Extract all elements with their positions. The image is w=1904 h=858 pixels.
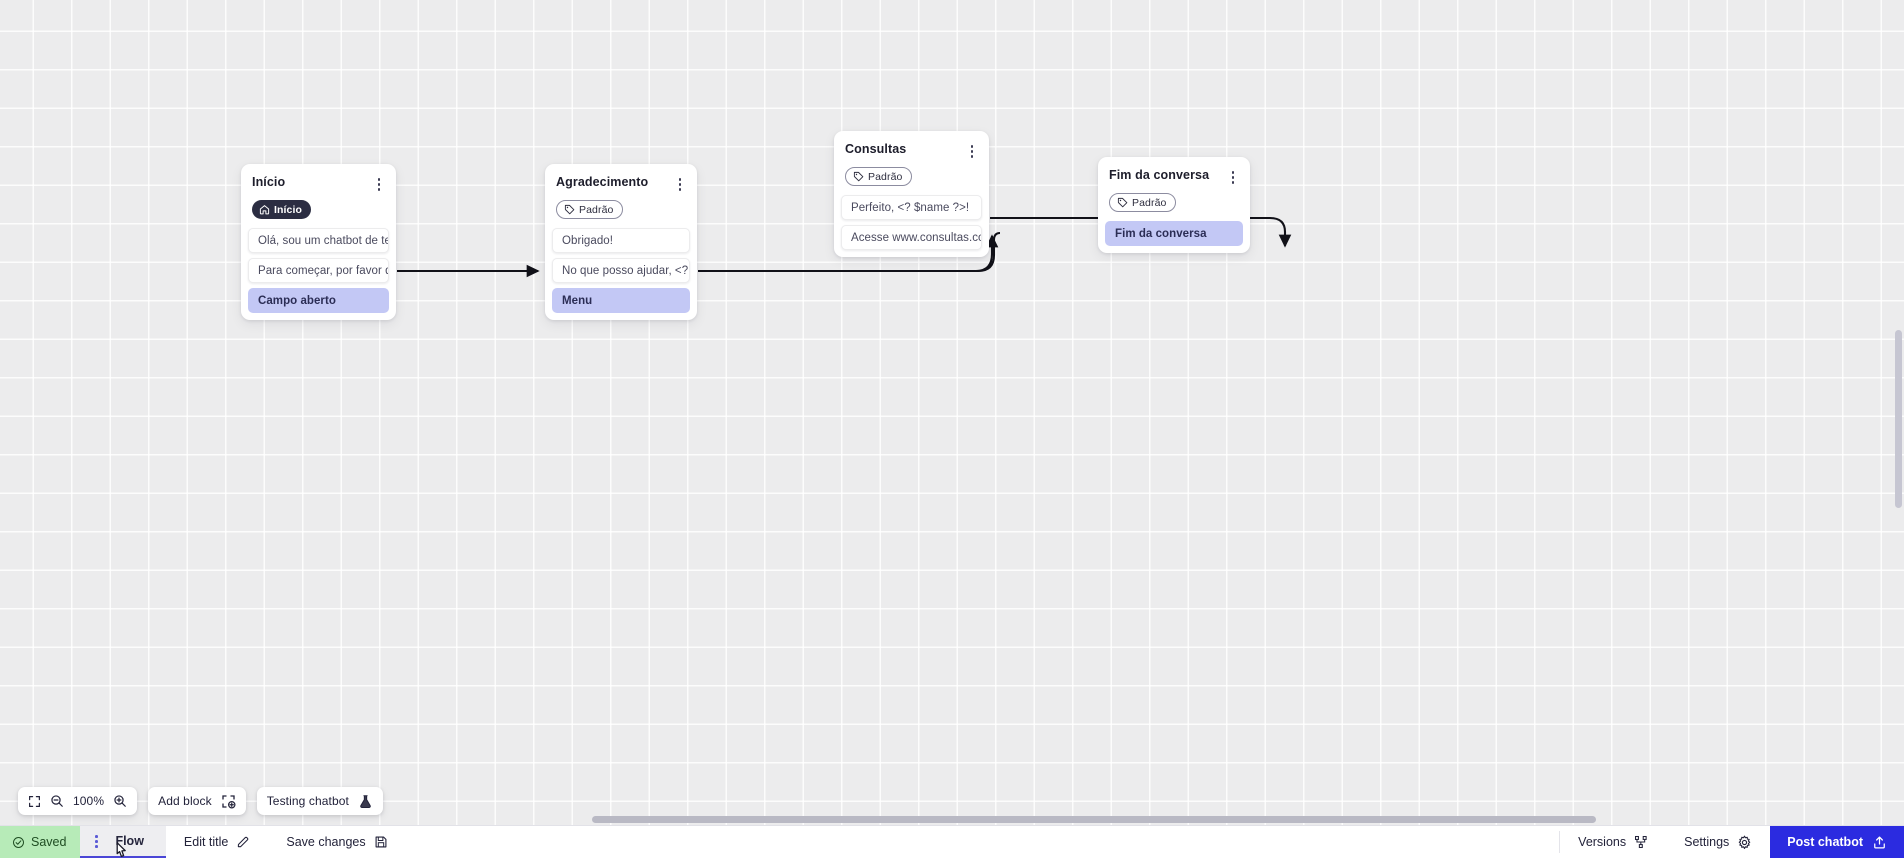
zoom-out-icon[interactable] bbox=[50, 794, 64, 808]
fit-screen-icon[interactable] bbox=[28, 795, 41, 808]
flow-tab-kebab-icon[interactable] bbox=[89, 833, 103, 850]
node-badge-label: Padrão bbox=[868, 170, 903, 183]
zoom-level-label: 100% bbox=[73, 794, 105, 808]
node-rows: Perfeito, <? $name ?>! Acesse www.consul… bbox=[834, 187, 989, 250]
node-badge-label: Padrão bbox=[579, 203, 614, 216]
settings-button[interactable]: Settings bbox=[1666, 826, 1770, 858]
node-badge-padrao[interactable]: Padrão bbox=[1109, 193, 1177, 212]
check-circle-icon bbox=[13, 836, 24, 848]
node-title: Consultas bbox=[845, 142, 907, 156]
node-badge-label: Padrão bbox=[1132, 196, 1167, 209]
node-header: Agradecimento bbox=[545, 173, 697, 193]
scrollbar-thumb[interactable] bbox=[1895, 330, 1902, 508]
node-title: Agradecimento bbox=[556, 175, 649, 189]
node-title: Início bbox=[252, 175, 286, 189]
add-block-button[interactable]: Add block bbox=[148, 787, 246, 815]
pencil-icon bbox=[238, 836, 249, 848]
home-icon bbox=[259, 205, 270, 215]
flow-node-agradecimento[interactable]: Agradecimento Padrão Obrigado! No que po… bbox=[545, 164, 697, 320]
settings-label: Settings bbox=[1684, 835, 1730, 849]
save-changes-label: Save changes bbox=[286, 835, 366, 849]
canvas-toolbar: 100% Add block Testing chatbot bbox=[18, 787, 383, 815]
node-badge-padrao[interactable]: Padrão bbox=[556, 200, 624, 219]
bottom-status-bar: Saved Flow Edit title Save changes Versi… bbox=[0, 825, 1904, 858]
edit-title-button[interactable]: Edit title bbox=[166, 826, 268, 858]
edit-title-label: Edit title bbox=[183, 835, 229, 849]
gear-icon bbox=[1739, 835, 1751, 849]
save-changes-button[interactable]: Save changes bbox=[268, 826, 405, 858]
node-header: Início bbox=[241, 173, 396, 193]
node-title: Fim da conversa bbox=[1109, 168, 1210, 182]
testing-chatbot-button[interactable]: Testing chatbot bbox=[256, 787, 383, 815]
bottombar-spacer bbox=[406, 826, 1560, 858]
testing-chatbot-label: Testing chatbot bbox=[266, 794, 349, 808]
node-row[interactable]: No que posso ajudar, <? $name ... bbox=[552, 258, 690, 283]
branch-icon bbox=[1635, 835, 1647, 849]
node-menu-kebab-icon[interactable] bbox=[673, 176, 687, 193]
node-menu-kebab-icon[interactable] bbox=[965, 143, 979, 160]
node-menu-kebab-icon[interactable] bbox=[372, 176, 386, 193]
node-menu-kebab-icon[interactable] bbox=[1226, 169, 1240, 186]
node-row[interactable]: Perfeito, <? $name ?>! bbox=[841, 195, 982, 220]
node-rows: Fim da conversa bbox=[1098, 213, 1250, 246]
saved-label: Saved bbox=[31, 835, 67, 849]
node-header: Fim da conversa bbox=[1098, 166, 1250, 186]
flow-tab-label: Flow bbox=[115, 834, 144, 848]
node-row-accent[interactable]: Menu bbox=[552, 288, 690, 313]
node-badge-inicio[interactable]: Início bbox=[252, 200, 312, 219]
flow-node-fim-da-conversa[interactable]: Fim da conversa Padrão Fim da conversa bbox=[1098, 157, 1250, 253]
upload-icon bbox=[1874, 836, 1885, 848]
scrollbar-thumb[interactable] bbox=[592, 816, 1596, 823]
add-block-label: Add block bbox=[158, 794, 212, 808]
versions-label: Versions bbox=[1578, 835, 1627, 849]
node-rows: Obrigado! No que posso ajudar, <? $name … bbox=[545, 220, 697, 313]
node-row[interactable]: Para começar, por favor digite o ... bbox=[248, 258, 389, 283]
node-row[interactable]: Obrigado! bbox=[552, 228, 690, 253]
tag-icon bbox=[853, 171, 864, 182]
zoom-controls: 100% bbox=[18, 787, 138, 815]
post-chatbot-button[interactable]: Post chatbot bbox=[1770, 826, 1904, 858]
canvas-vertical-scrollbar[interactable] bbox=[1893, 0, 1904, 825]
node-badge-label: Início bbox=[274, 203, 303, 216]
flow-canvas[interactable]: Início Início Olá, sou um chatbot de tes… bbox=[0, 0, 1904, 825]
node-row[interactable]: Olá, sou um chatbot de teste! bbox=[248, 228, 389, 253]
node-rows: Olá, sou um chatbot de teste! Para começ… bbox=[241, 220, 396, 313]
node-badge-row: Início bbox=[241, 193, 396, 220]
flow-node-consultas[interactable]: Consultas Padrão Perfeito, <? $name ?>! … bbox=[834, 131, 989, 257]
saved-status-badge: Saved bbox=[0, 826, 81, 858]
node-row-accent[interactable]: Fim da conversa bbox=[1105, 221, 1243, 246]
tag-icon bbox=[1117, 197, 1128, 208]
node-badge-padrao[interactable]: Padrão bbox=[845, 167, 913, 186]
node-badge-row: Padrão bbox=[834, 160, 989, 187]
add-block-icon bbox=[221, 794, 236, 809]
tag-icon bbox=[564, 204, 575, 215]
node-header: Consultas bbox=[834, 140, 989, 160]
divider bbox=[1559, 831, 1561, 853]
tab-flow[interactable]: Flow bbox=[80, 826, 166, 858]
canvas-horizontal-scrollbar[interactable] bbox=[0, 814, 1904, 825]
edge-layer bbox=[397, 216, 1292, 278]
node-badge-row: Padrão bbox=[545, 193, 697, 220]
floppy-disk-icon bbox=[375, 836, 387, 848]
node-row[interactable]: Acesse www.consultas.com par... bbox=[841, 225, 982, 250]
versions-button[interactable]: Versions bbox=[1560, 826, 1666, 858]
zoom-in-icon[interactable] bbox=[113, 794, 127, 808]
flow-node-inicio[interactable]: Início Início Olá, sou um chatbot de tes… bbox=[241, 164, 396, 320]
node-badge-row: Padrão bbox=[1098, 186, 1250, 213]
post-chatbot-label: Post chatbot bbox=[1787, 835, 1863, 849]
flask-icon bbox=[358, 794, 373, 809]
node-row-accent[interactable]: Campo aberto bbox=[248, 288, 389, 313]
